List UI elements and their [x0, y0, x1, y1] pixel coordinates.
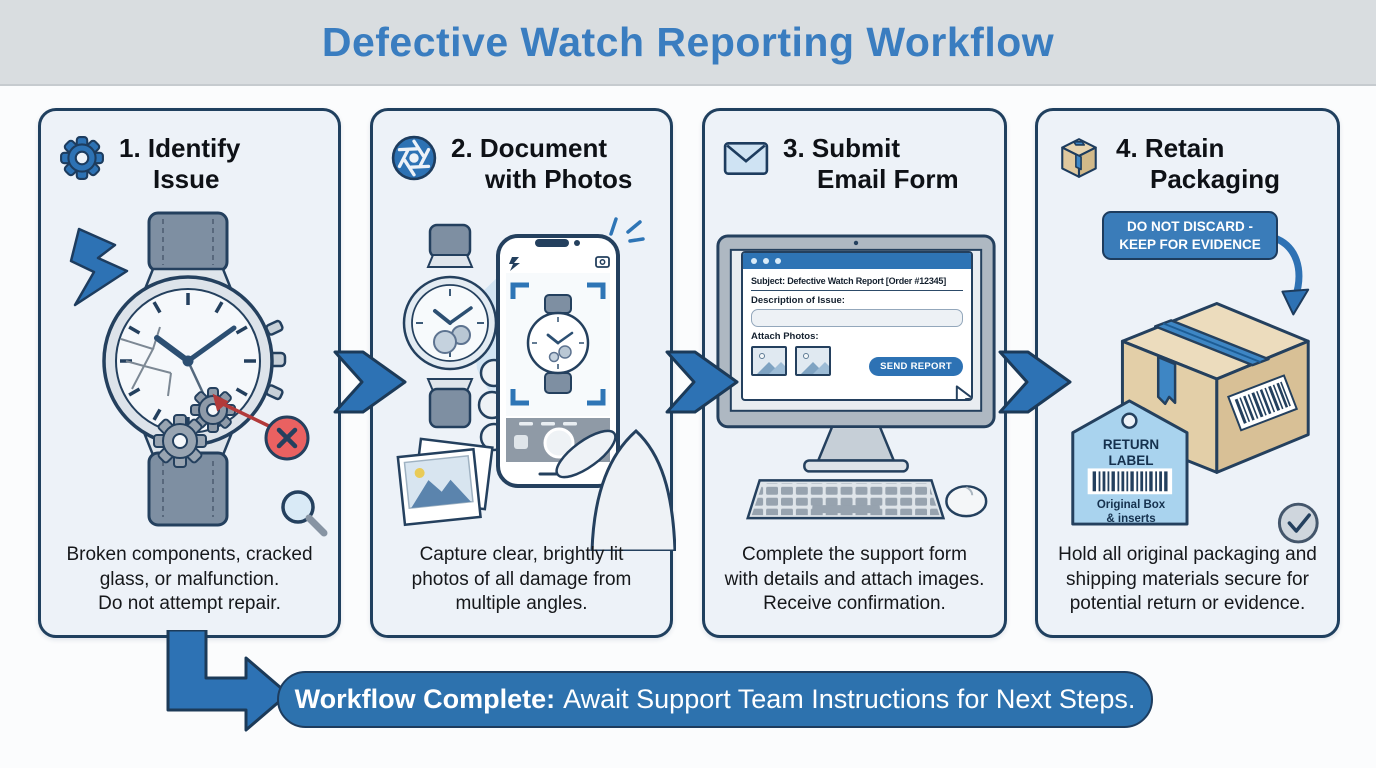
- step-2-panel: 2. Document with Photos: [370, 108, 676, 638]
- email-window: Subject: Defective Watch Report [Order #…: [741, 251, 973, 401]
- step-4-header: 4. Retain Packaging: [1056, 133, 1327, 195]
- step-1-panel: 1. Identify Issue: [38, 108, 341, 638]
- banner-bold-text: Workflow Complete:: [294, 684, 556, 714]
- page-title: Defective Watch Reporting Workflow: [321, 18, 1055, 65]
- check-icon: [1277, 502, 1319, 544]
- return-label-note: Original Box & inserts: [1096, 499, 1166, 525]
- photo-capture-illustration: [396, 217, 676, 551]
- camera-aperture-icon: [391, 135, 437, 181]
- workflow-complete-banner: Workflow Complete: Await Support Team In…: [277, 671, 1153, 728]
- flash-sparkle: [609, 217, 645, 243]
- step-1-description: Broken components, cracked glass, or mal…: [66, 543, 313, 615]
- tag-barcode: [1092, 471, 1168, 492]
- window-dot: [751, 258, 757, 264]
- shutter-button: [543, 427, 575, 459]
- broken-gears: [153, 387, 236, 468]
- workflow-complete-arrow: [166, 630, 290, 732]
- smartphone: [496, 234, 620, 488]
- flow-arrow-3-4: [998, 350, 1072, 414]
- mouse: [945, 485, 988, 518]
- email-subject: Subject: Defective Watch Report [Order #…: [751, 273, 963, 291]
- camera-mode-icon: [595, 256, 610, 268]
- step-1-title: 1. Identify Issue: [119, 133, 241, 195]
- step-2-header: 2. Document with Photos: [391, 133, 660, 195]
- step-1-header: 1. Identify Issue: [59, 133, 328, 195]
- magnifier-icon: [281, 490, 328, 537]
- photo-attachment-thumbnail[interactable]: [795, 346, 831, 376]
- window-dot: [763, 258, 769, 264]
- description-input[interactable]: [751, 309, 963, 327]
- crack-lines: [120, 326, 172, 397]
- header-band: Defective Watch Reporting Workflow: [0, 0, 1376, 86]
- watch-being-photographed: [402, 223, 498, 429]
- step-2-title: 2. Document with Photos: [451, 133, 633, 195]
- photo-prints: [396, 437, 494, 527]
- viewfinder-watch: [526, 294, 590, 394]
- defect-arrow: [212, 393, 274, 430]
- photo-attachment-thumbnail[interactable]: [751, 346, 787, 376]
- step-3-header: 3. Submit Email Form: [723, 133, 994, 195]
- banner-text: Await Support Team Instructions for Next…: [563, 684, 1136, 714]
- broken-watch-illustration: [69, 211, 328, 537]
- flow-arrow-1-2: [333, 350, 407, 414]
- return-label-title: RETURN LABEL: [1102, 437, 1160, 469]
- step-4-panel: 4. Retain Packaging: [1035, 108, 1340, 638]
- step-4-description: Hold all original packaging and shipping…: [1058, 543, 1317, 615]
- attach-photos-label: Attach Photos:: [751, 331, 819, 342]
- badge-arrow: [1273, 234, 1310, 316]
- box-barcode: [1227, 374, 1299, 432]
- cursor-icon: [955, 385, 971, 399]
- envelope-icon: [723, 142, 769, 175]
- packaging-illustration: [1071, 234, 1319, 544]
- focus-brackets: [510, 282, 606, 406]
- gallery-button: [514, 435, 528, 449]
- package-icon: [1061, 138, 1097, 178]
- step-2-description: Capture clear, brightly lit photos of al…: [411, 543, 632, 615]
- error-x-icon: [264, 415, 310, 461]
- step-4-title: 4. Retain Packaging: [1116, 133, 1281, 195]
- gear-icon: [60, 136, 104, 180]
- step-3-panel: 3. Submit Email Form: [702, 108, 1007, 638]
- return-label-tag: [1071, 399, 1189, 526]
- keyboard: [746, 479, 946, 520]
- step-3-description: Complete the support form with details a…: [724, 543, 985, 615]
- flash-icon: [509, 257, 520, 271]
- send-report-button[interactable]: SEND REPORT: [869, 357, 963, 376]
- description-label: Description of Issue:: [751, 295, 845, 306]
- hand: [555, 428, 676, 551]
- do-not-discard-badge: DO NOT DISCARD - KEEP FOR EVIDENCE: [1102, 211, 1278, 261]
- flow-arrow-2-3: [665, 350, 739, 414]
- lightning-icon: [69, 227, 129, 307]
- window-dot: [775, 258, 781, 264]
- step-3-title: 3. Submit Email Form: [783, 133, 959, 195]
- window-titlebar: [743, 253, 971, 269]
